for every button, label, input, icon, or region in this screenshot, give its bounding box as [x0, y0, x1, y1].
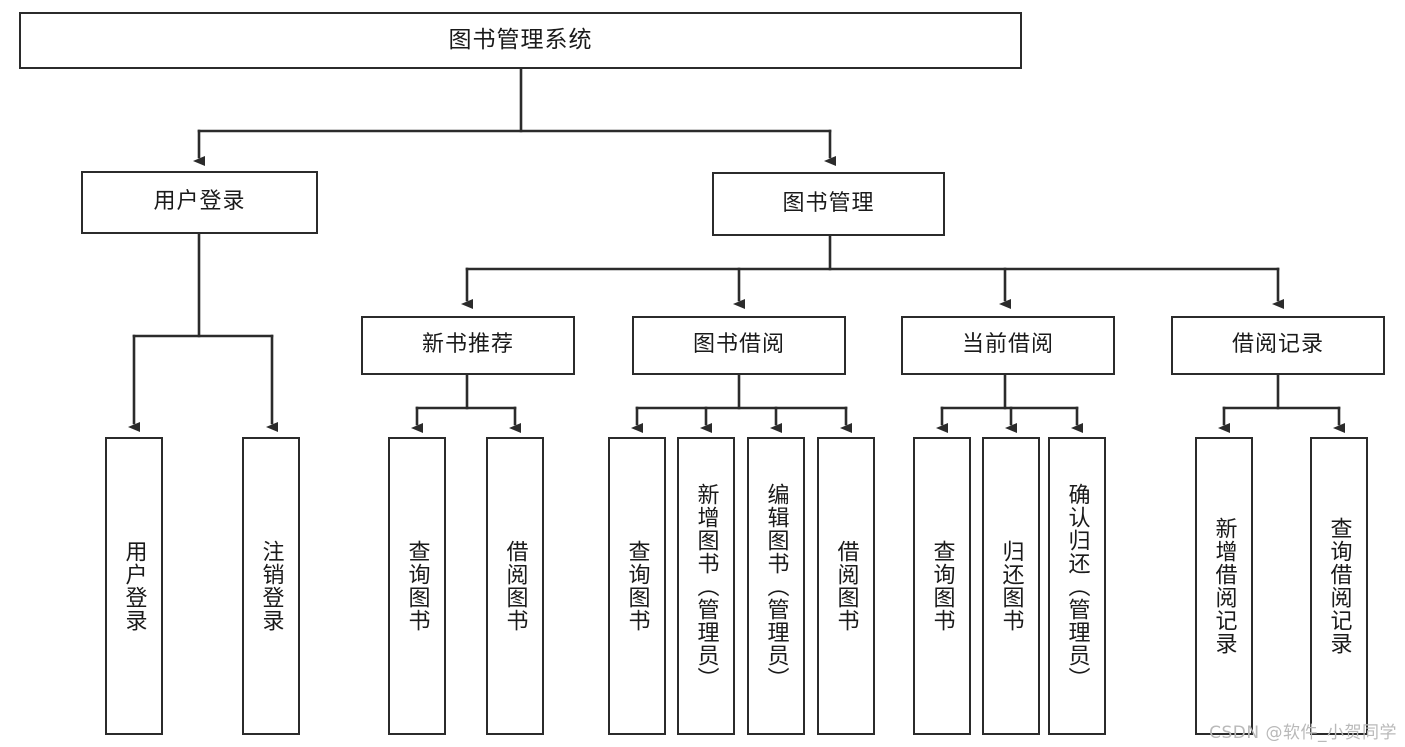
- node-leaf-cur-query[interactable]: 查询图书: [913, 437, 971, 735]
- node-leaf-rec-query-label: 查询图书: [404, 540, 430, 632]
- node-leaf-borrow-lend-label: 借阅图书: [833, 540, 859, 632]
- node-leaf-borrow-add-label: 新增图书（管理员）: [693, 482, 719, 690]
- node-borrow-record-label: 借阅记录: [1231, 332, 1324, 358]
- node-book-manage[interactable]: 图书管理: [712, 172, 945, 236]
- node-leaf-record-query[interactable]: 查询借阅记录: [1310, 437, 1368, 735]
- node-root-system[interactable]: 图书管理系统: [19, 12, 1022, 69]
- node-current-borrow-label: 当前借阅: [961, 332, 1054, 358]
- node-leaf-rec-borrow-label: 借阅图书: [502, 540, 528, 632]
- node-leaf-user-login-label: 用户登录: [121, 540, 147, 632]
- node-current-borrow[interactable]: 当前借阅: [901, 316, 1115, 375]
- node-leaf-cur-confirm-label: 确认归还（管理员）: [1064, 482, 1090, 690]
- node-new-book-recommend-label: 新书推荐: [421, 332, 514, 358]
- node-book-borrow-label: 图书借阅: [692, 332, 785, 358]
- node-borrow-record[interactable]: 借阅记录: [1171, 316, 1385, 375]
- node-leaf-record-add[interactable]: 新增借阅记录: [1195, 437, 1253, 735]
- node-leaf-user-logout-label: 注销登录: [258, 540, 284, 632]
- node-leaf-borrow-add[interactable]: 新增图书（管理员）: [677, 437, 735, 735]
- node-leaf-user-login[interactable]: 用户登录: [105, 437, 163, 735]
- node-leaf-record-add-label: 新增借阅记录: [1211, 517, 1237, 655]
- node-leaf-cur-query-label: 查询图书: [929, 540, 955, 632]
- node-leaf-cur-return-label: 归还图书: [998, 540, 1024, 632]
- node-book-manage-label: 图书管理: [782, 190, 875, 216]
- node-leaf-rec-borrow[interactable]: 借阅图书: [486, 437, 544, 735]
- node-user-login-label: 用户登录: [153, 189, 246, 215]
- node-leaf-cur-confirm[interactable]: 确认归还（管理员）: [1048, 437, 1106, 735]
- node-user-login[interactable]: 用户登录: [81, 171, 318, 234]
- node-leaf-rec-query[interactable]: 查询图书: [388, 437, 446, 735]
- node-leaf-record-query-label: 查询借阅记录: [1326, 517, 1352, 655]
- node-leaf-borrow-query[interactable]: 查询图书: [608, 437, 666, 735]
- node-leaf-borrow-lend[interactable]: 借阅图书: [817, 437, 875, 735]
- node-leaf-user-logout[interactable]: 注销登录: [242, 437, 300, 735]
- watermark-csdn: CSDN @软件_小贺同学: [1209, 723, 1397, 743]
- node-leaf-borrow-edit-label: 编辑图书（管理员）: [763, 482, 789, 690]
- node-leaf-borrow-query-label: 查询图书: [624, 540, 650, 632]
- node-book-borrow[interactable]: 图书借阅: [632, 316, 846, 375]
- node-root-system-label: 图书管理系统: [448, 26, 593, 53]
- node-leaf-borrow-edit[interactable]: 编辑图书（管理员）: [747, 437, 805, 735]
- node-new-book-recommend[interactable]: 新书推荐: [361, 316, 575, 375]
- node-leaf-cur-return[interactable]: 归还图书: [982, 437, 1040, 735]
